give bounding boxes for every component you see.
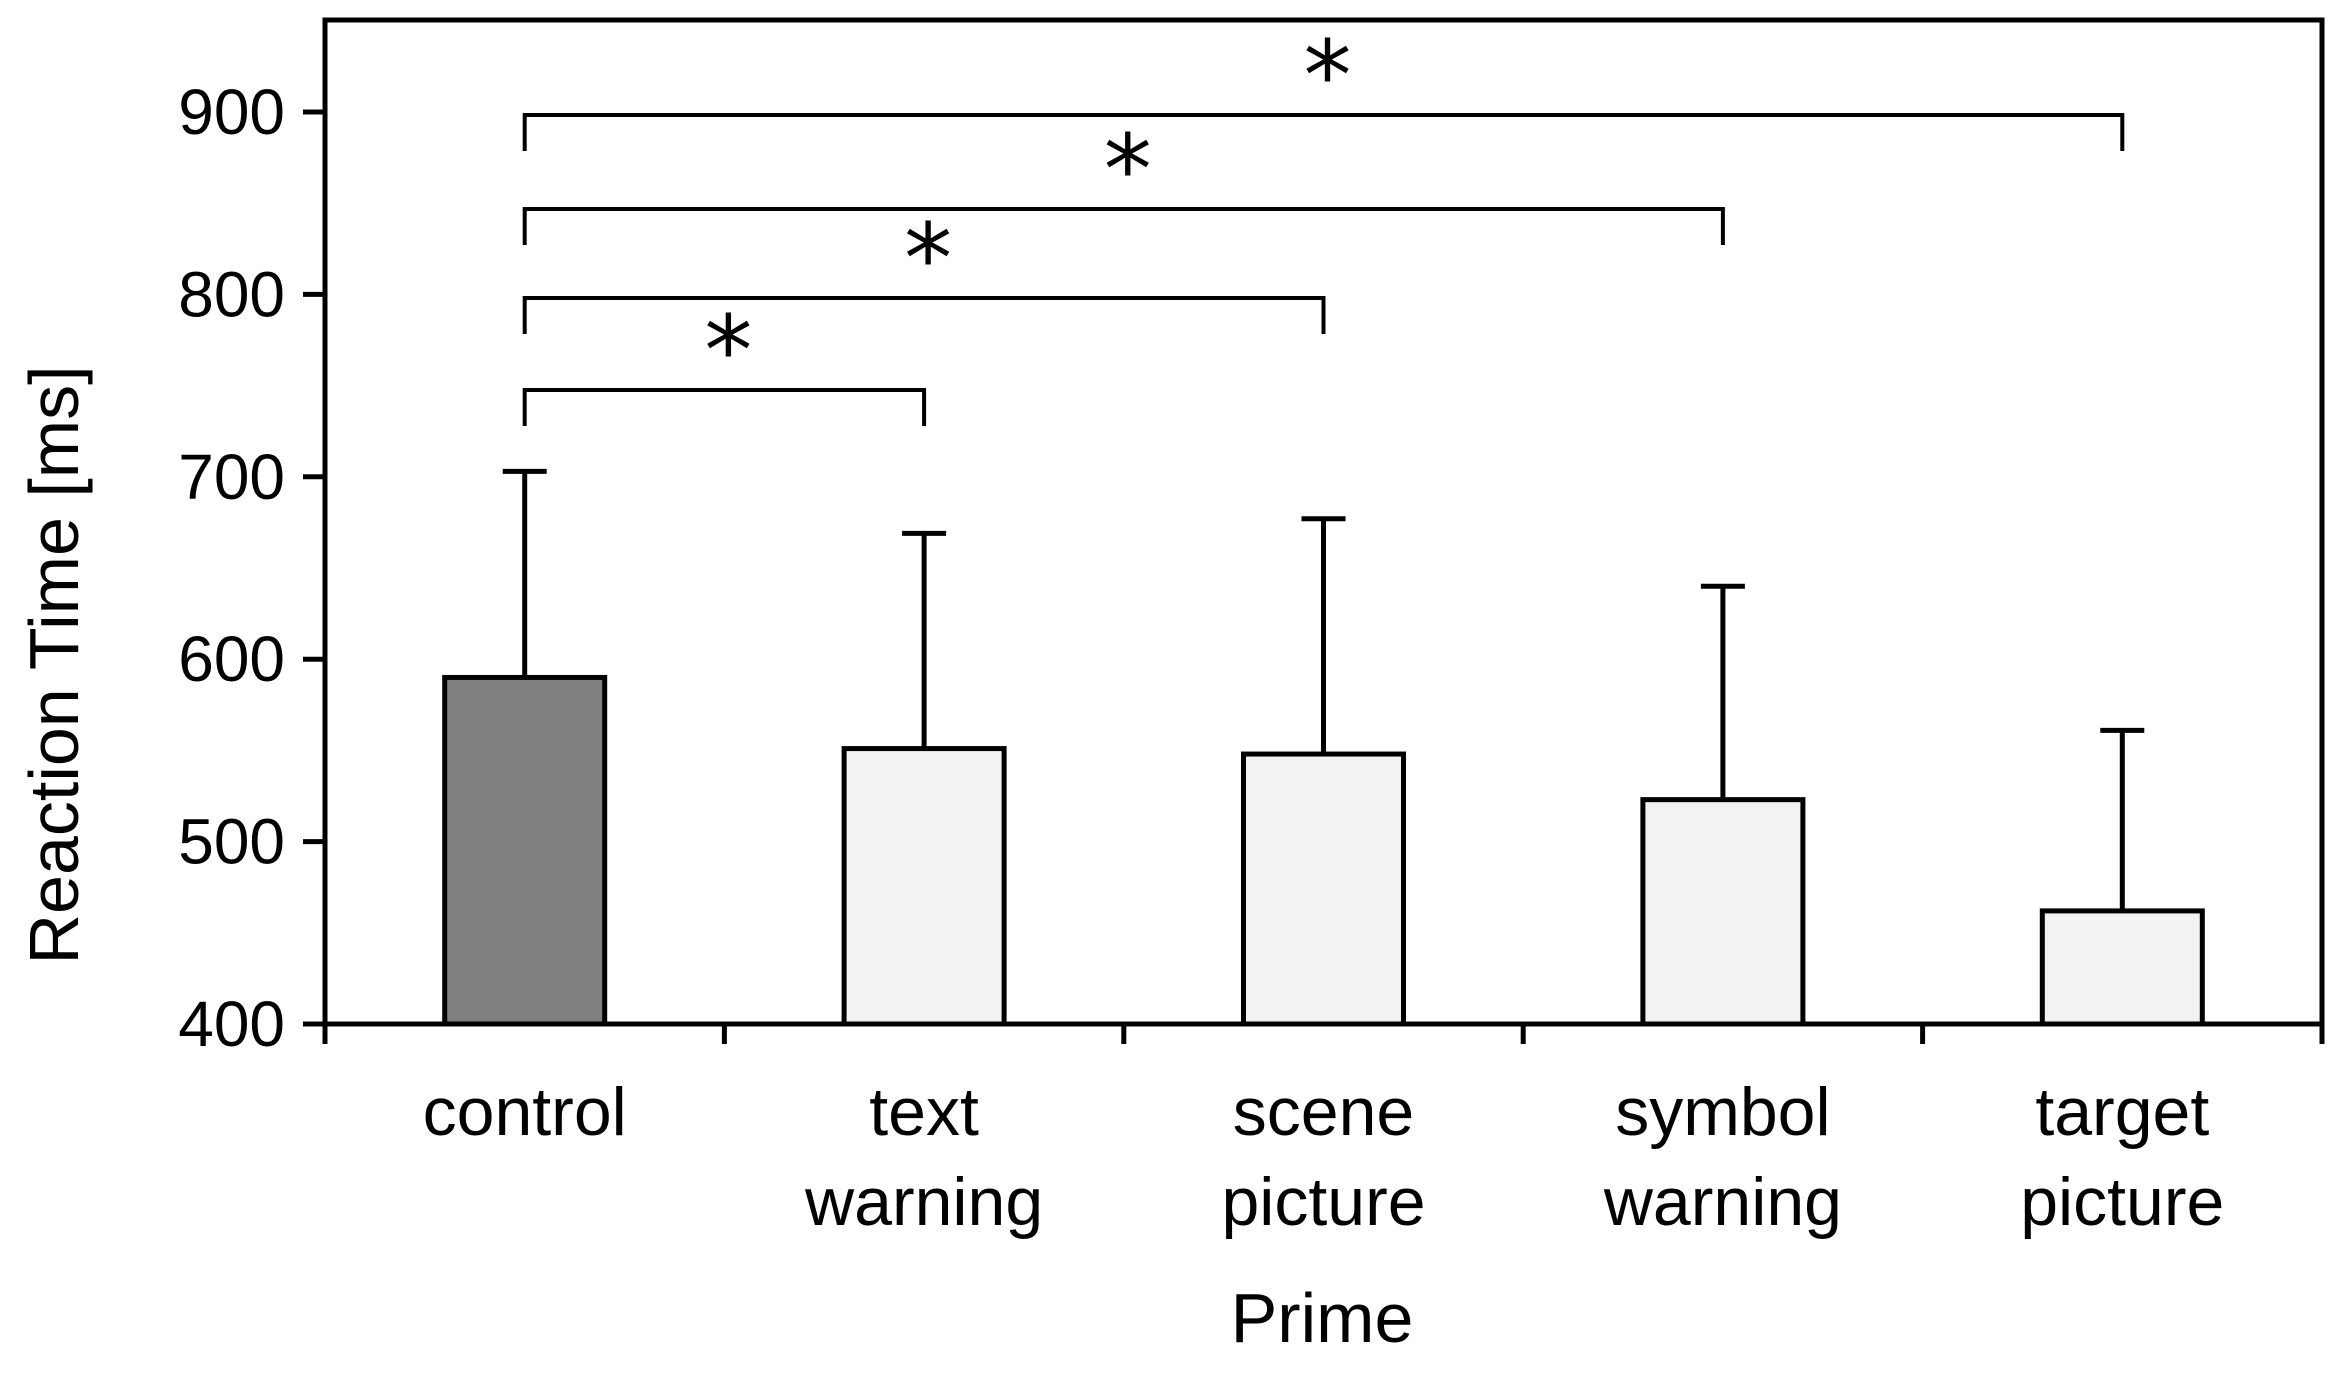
error-bar — [1301, 516, 1346, 755]
error-bar — [1700, 583, 1745, 800]
y-tick-label: 700 — [178, 441, 285, 513]
significance-bracket — [522, 207, 1725, 245]
y-tick-label: 400 — [178, 988, 285, 1060]
error-bar — [502, 468, 547, 678]
bar-3 — [1640, 797, 1806, 1027]
significance-marker: * — [704, 295, 752, 407]
significance-marker: * — [904, 203, 952, 315]
significance-bracket — [522, 113, 2125, 151]
error-bar — [2100, 727, 2145, 911]
x-tick-label: scene — [1233, 1074, 1414, 1150]
bar-4 — [2039, 908, 2205, 1027]
x-axis-title: Prime — [1231, 1279, 1414, 1357]
bar-0 — [442, 674, 608, 1027]
significance-bracket — [522, 388, 927, 426]
y-tick-label: 900 — [178, 76, 285, 148]
significance-marker: * — [1304, 20, 1352, 132]
bar-2 — [1241, 751, 1406, 1027]
plot-area: 400 500 600 700 800 900 control text warning scen… — [178, 17, 2325, 1240]
y-axis-title: Reaction Time [ms] — [15, 365, 93, 964]
x-tick-label: control — [423, 1074, 627, 1150]
x-tick-label: text — [869, 1074, 979, 1150]
significance-bracket — [522, 296, 1326, 334]
x-tick-label: picture — [1221, 1164, 1425, 1240]
x-tick-label: warning — [1603, 1164, 1842, 1240]
bar-1 — [841, 746, 1007, 1027]
significance-marker: * — [1104, 114, 1152, 226]
x-tick-label: warning — [804, 1164, 1043, 1240]
x-tick-label: picture — [2020, 1164, 2224, 1240]
x-tick-label: symbol — [1615, 1074, 1830, 1150]
y-tick-label: 500 — [178, 806, 285, 878]
x-tick-label: target — [2035, 1074, 2209, 1150]
error-bar — [902, 530, 947, 749]
y-tick-label: 600 — [178, 623, 285, 695]
y-tick-label: 800 — [178, 258, 285, 330]
plot-frame — [322, 17, 2325, 1024]
